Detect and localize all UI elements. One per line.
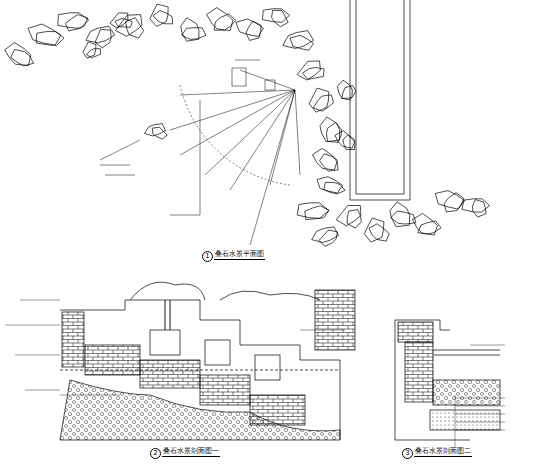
rock [150,4,168,26]
rock [126,18,144,38]
rock [272,10,289,26]
rock [364,218,384,242]
section-one [5,282,355,440]
rock [83,42,96,58]
rock [297,61,320,80]
radial-leaders [100,60,300,245]
rock [153,11,172,24]
rock [320,117,340,142]
rock [246,21,261,40]
rock [369,224,389,241]
rock [343,135,355,150]
rock-outlines [5,4,490,246]
water-channel [350,0,410,200]
callout-number: 1 [202,251,213,262]
rock [335,131,355,148]
rock [390,202,410,227]
rock [391,211,416,224]
rock [181,18,199,41]
rock [152,127,167,139]
rock [418,221,441,234]
rock [319,230,337,246]
rock [283,31,314,49]
rock [342,86,356,101]
callout-number: 2 [150,448,161,459]
rock [412,214,437,236]
rock [11,50,34,66]
rock [337,80,352,98]
rock [336,206,361,226]
rock [312,227,339,243]
rock [303,68,325,80]
rock [473,200,487,218]
drawing-title: 叠石水景平面图 [214,250,265,260]
rock [36,32,64,46]
drawing-title: 叠石水景剖面图一 [162,447,220,457]
rock [290,35,314,50]
callout-number: 3 [402,448,413,459]
rock [28,24,61,45]
rock [297,203,329,219]
rock [320,154,339,171]
rock [95,29,111,48]
rock [115,19,132,28]
rock [444,193,464,212]
rock [312,148,337,170]
section-two [395,320,505,455]
rock [324,182,345,194]
drawing-title: 叠石水景剖面图二 [414,447,472,457]
rock [65,15,87,31]
rock [110,13,128,28]
rock [87,49,101,58]
rock [327,123,342,143]
rock [347,210,361,228]
rock [214,14,236,30]
rock [317,177,343,193]
rock [236,19,264,37]
rock [313,95,333,111]
rock [305,206,329,220]
rock [182,28,206,40]
